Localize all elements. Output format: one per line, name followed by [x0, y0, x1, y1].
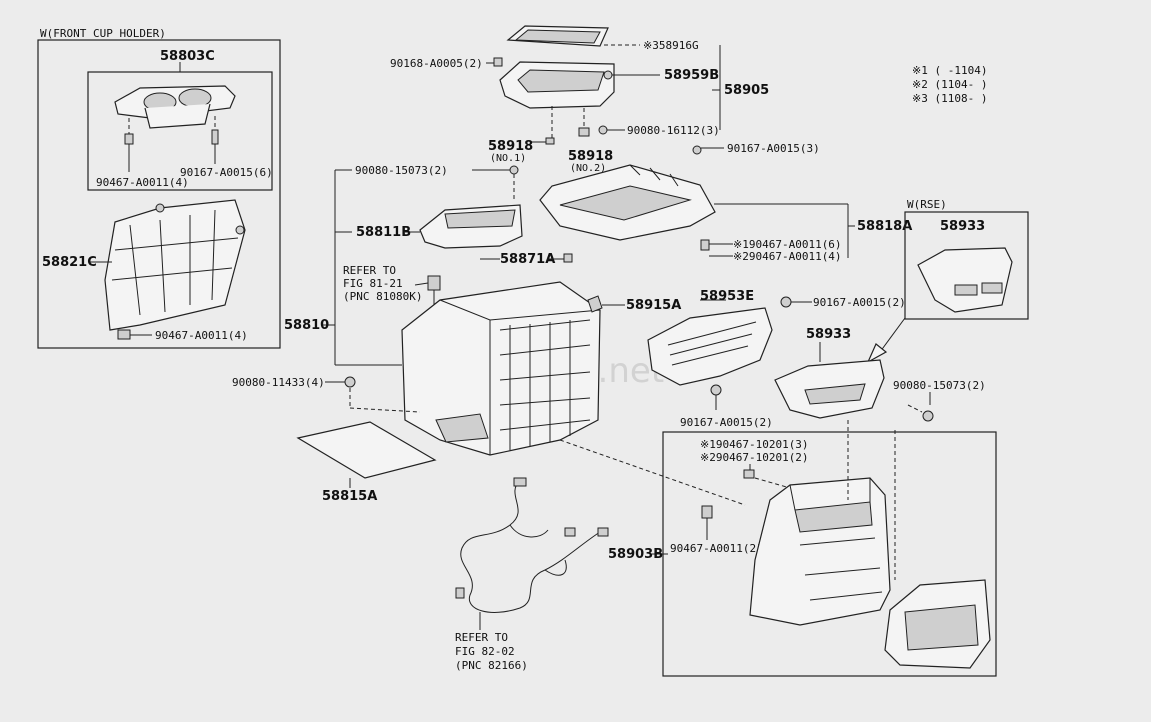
clip-icon [701, 505, 713, 519]
mat-58815A-part [296, 421, 437, 479]
part-58905[interactable]: 58905 [724, 83, 769, 98]
part-58915A[interactable]: 58915A [626, 298, 681, 313]
arrow-line [879, 317, 906, 353]
console-top-58818A-part [539, 164, 716, 241]
grille-58953E-part [647, 307, 773, 386]
part-90080-16112-3[interactable]: 90080-16112(3) [627, 124, 720, 137]
part-58811B[interactable]: 58811B [356, 225, 411, 240]
part-90467-4-x2[interactable]: ※290467-A0011(4) [733, 250, 842, 263]
part-90167-A0015-3[interactable]: 90167-A0015(3) [727, 142, 820, 155]
tray-58811B-part [419, 204, 523, 249]
rse-title: W(RSE) [907, 198, 947, 211]
cup-holder-housing [104, 199, 246, 331]
legend-line3: ※3 (1108- ) [912, 92, 987, 105]
front-cup-holder-title: W(FRONT CUP HOLDER) [40, 27, 166, 40]
part-58933-a[interactable]: 58933 [940, 219, 985, 234]
ref1-line1: REFER TO [343, 264, 396, 277]
clip-icon [700, 239, 710, 251]
ref2-line2: FIG 82-02 [455, 645, 515, 658]
part-58953E[interactable]: 58953E [700, 289, 754, 304]
part-58918-2[interactable]: 58918 [568, 149, 613, 164]
lid-part [499, 61, 615, 109]
part-90467-A0011-2[interactable]: 90467-A0011(2) [670, 542, 763, 555]
sensor-icon [563, 253, 573, 263]
screw-icon [710, 384, 722, 396]
screw-icon [509, 165, 519, 175]
ref1-line2: FIG 81-21 [343, 277, 403, 290]
hinge-icon [578, 127, 590, 137]
legend-line2: ※2 (1104- ) [912, 78, 987, 91]
legend-line1: ※1 ( -1104) [912, 64, 987, 77]
rse-panel-part [917, 247, 1013, 313]
part-58821C[interactable]: 58821C [42, 255, 97, 270]
part-90467-10201-3[interactable]: ※190467-10201(3) [700, 438, 809, 451]
part-90080-11433-4[interactable]: 90080-11433(4) [232, 376, 325, 389]
part-58916G[interactable]: ※358916G [643, 39, 699, 52]
part-58818A[interactable]: 58818A [857, 219, 912, 234]
part-58918-1-note: (NO.1) [490, 153, 526, 164]
screw-icon [598, 125, 608, 135]
part-58933-b[interactable]: 58933 [806, 327, 851, 342]
front-cup-holder-frame [37, 39, 281, 349]
console-box-58810-part [401, 281, 601, 456]
part-90167-A0015-2b[interactable]: 90167-A0015(2) [680, 416, 773, 429]
rse-console-58903B-part [749, 477, 891, 626]
screw-icon [211, 116, 219, 164]
part-90467-10201-2[interactable]: ※290467-10201(2) [700, 451, 809, 464]
screw-icon [344, 376, 356, 388]
part-90467-A0011-4a[interactable]: 90467-A0011(4) [96, 176, 189, 189]
clip-icon [124, 118, 134, 172]
part-90467-6-x1[interactable]: ※190467-A0011(6) [733, 238, 842, 251]
part-90168-A0005-2[interactable]: 90168-A0005(2) [390, 57, 483, 70]
hinge-icon [545, 137, 555, 145]
screw-icon [922, 410, 934, 422]
part-58959B[interactable]: 58959B [664, 68, 719, 83]
part-90167-A0015-6[interactable]: 90167-A0015(6) [180, 166, 273, 179]
part-90080-15073-2a[interactable]: 90080-15073(2) [355, 164, 448, 177]
rse-frame [904, 211, 1029, 320]
bumper-icon [603, 70, 613, 80]
arrow-head [866, 343, 888, 364]
screw-icon [692, 145, 702, 155]
rse-bezel-part [774, 359, 885, 419]
cup-holder-part [114, 85, 236, 129]
ref2-line3: (PNC 82166) [455, 659, 528, 672]
armrest-lid-part [884, 579, 991, 669]
part-58903B[interactable]: 58903B [608, 547, 663, 562]
screw-icon [780, 296, 792, 308]
screw-icon [493, 57, 503, 67]
part-58815A[interactable]: 58815A [322, 489, 377, 504]
clip-icon [743, 469, 755, 479]
part-58803C[interactable]: 58803C [160, 49, 215, 64]
part-58918-1[interactable]: 58918 [488, 139, 533, 154]
ref1-line3: (PNC 81080K) [343, 290, 422, 303]
part-90080-15073-2b[interactable]: 90080-15073(2) [893, 379, 986, 392]
part-58918-2-note: (NO.2) [570, 163, 606, 174]
clip-icon [117, 329, 131, 340]
part-90467-A0011-4b[interactable]: 90467-A0011(4) [155, 329, 248, 342]
lid-pad-part [506, 25, 609, 47]
ref2-line1: REFER TO [455, 631, 508, 644]
part-58871A[interactable]: 58871A [500, 252, 555, 267]
part-90167-A0015-2a[interactable]: 90167-A0015(2) [813, 296, 906, 309]
part-58810[interactable]: 58810 [284, 318, 329, 333]
clip-58915A [587, 295, 603, 313]
wire-harness-part [455, 477, 609, 613]
